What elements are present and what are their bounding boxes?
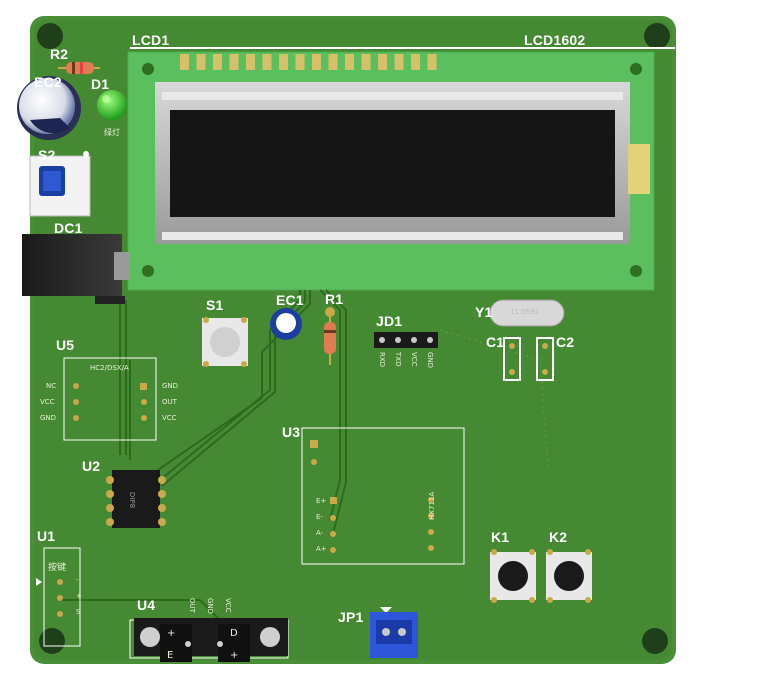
dc1-power-jack — [22, 234, 130, 304]
u4-mark-2: D — [230, 628, 238, 639]
lcd-header-pin — [279, 54, 288, 70]
r1-resistor — [324, 307, 336, 365]
u4-mark-3: + — [230, 650, 239, 661]
designator-r1: R1 — [325, 291, 344, 307]
designator-ec1: EC1 — [276, 292, 304, 308]
jd1-pin-2: VCC — [410, 352, 418, 367]
designator-ec2: EC2 — [34, 74, 62, 90]
s2-switch[interactable] — [29, 151, 91, 217]
jp1-connector — [370, 607, 418, 658]
u1-text: 按键 — [48, 563, 67, 573]
u3-pin-left-2: A- — [316, 529, 324, 537]
jd1-header[interactable] — [374, 332, 438, 348]
u1-pin-2: S — [76, 608, 81, 616]
designator-k1: K1 — [491, 529, 510, 545]
designator-jd1: JD1 — [376, 313, 403, 329]
k2-button[interactable] — [546, 549, 592, 603]
jd1-pin-3: GND — [426, 352, 434, 369]
lcd-header-pin — [378, 54, 387, 70]
designator-u1: U1 — [37, 528, 56, 544]
u2-dip8 — [106, 470, 166, 528]
designator-u4: U4 — [137, 597, 156, 613]
u5-pin-left-1: VCC — [40, 398, 55, 406]
y1-crystal — [489, 299, 565, 327]
designator-lcd1: LCD1 — [132, 32, 170, 48]
lcd-header-pin — [427, 54, 437, 70]
u5-pin-left-2: GND — [40, 414, 57, 422]
lcd-header-pin — [394, 54, 404, 70]
u5-pin-right-2: VCC — [162, 414, 177, 422]
lcd-header-pin — [328, 54, 338, 70]
mounting-hole — [642, 628, 668, 654]
designator-s2: S2 — [38, 147, 56, 163]
jd1-pin-1: TXD — [394, 352, 402, 367]
u1-pin-1: + — [76, 592, 82, 600]
c2-capacitor — [536, 337, 554, 381]
designator-s1: S1 — [206, 297, 224, 313]
d1-led — [97, 90, 127, 120]
lcd-header-pin — [295, 54, 305, 70]
c1-capacitor — [503, 337, 521, 381]
designator-c2: C2 — [556, 334, 575, 350]
lcd-header-pin — [411, 54, 420, 70]
u1-module — [36, 547, 81, 647]
designator-r2: R2 — [50, 46, 69, 62]
lcd-header-pin — [246, 54, 255, 70]
lcd-header-pin — [229, 54, 239, 70]
u4-mark-1: E — [167, 650, 174, 661]
lcd-header-pin — [345, 54, 354, 70]
mounting-hole — [37, 23, 63, 49]
lcd-header-pin — [312, 54, 321, 70]
designator-dc1: DC1 — [54, 220, 83, 236]
u2-body-label: DIP8 — [128, 491, 137, 509]
lcd-header-pin — [180, 54, 189, 70]
u5-pin-right-0: GND — [162, 382, 179, 390]
u4-sensor — [129, 618, 289, 662]
lcd-header-pin — [262, 54, 272, 70]
u3-pin-left-1: E- — [316, 513, 323, 521]
u4-pin-0: OUT — [188, 598, 196, 613]
u4-pin-1: GND — [206, 598, 214, 615]
designator-c1: C1 — [486, 334, 505, 350]
designator-lcd-model: LCD1602 — [524, 32, 586, 48]
mounting-hole — [39, 628, 65, 654]
designator-u2: U2 — [82, 458, 101, 474]
designator-jp1: JP1 — [338, 609, 364, 625]
u3-pin-left-0: E+ — [316, 497, 327, 505]
lcd-header-pin — [361, 54, 371, 70]
jd1-pin-0: RXD — [378, 352, 386, 368]
ec2-capacitor — [17, 76, 81, 140]
u5-pin-left-0: NC — [46, 382, 57, 390]
designator-u3: U3 — [282, 424, 301, 440]
u5-title: HC2/DSX/A — [90, 364, 129, 372]
u4-mark-0: + — [167, 628, 176, 639]
k1-button[interactable] — [490, 549, 536, 603]
u3-pin-left-3: A+ — [316, 545, 327, 553]
u3-title: HX711A — [428, 491, 436, 520]
s1-button[interactable] — [202, 317, 248, 367]
y1-value: 11.0592 — [510, 308, 539, 316]
u4-pin-2: VCC — [224, 598, 232, 613]
lcd-screen — [170, 110, 615, 217]
u1-pin-0: - — [76, 576, 79, 584]
lcd-header-pin — [213, 54, 222, 70]
u5-pin-right-1: OUT — [162, 398, 177, 406]
designator-u5: U5 — [56, 337, 75, 353]
designator-y1: Y1 — [475, 304, 493, 320]
u3-module — [301, 427, 465, 565]
r2-resistor — [58, 62, 100, 74]
designator-d1: D1 — [91, 76, 110, 92]
d1-note: 绿灯 — [104, 128, 120, 137]
mounting-hole — [644, 23, 670, 49]
ec1-capacitor — [270, 308, 302, 340]
lcd-header-pin — [196, 54, 206, 70]
designator-k2: K2 — [549, 529, 568, 545]
u5-module — [63, 357, 157, 441]
lcd1602-module — [127, 51, 655, 291]
lcd-header-pins — [180, 54, 437, 70]
